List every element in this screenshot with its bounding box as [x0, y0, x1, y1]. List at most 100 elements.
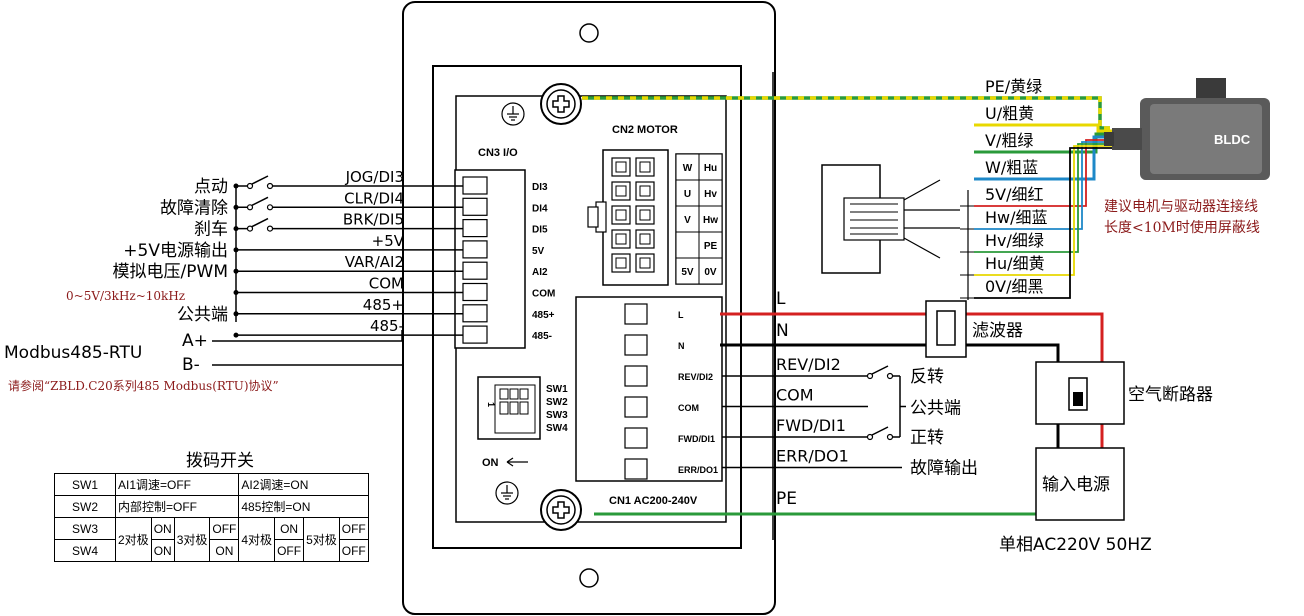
table-cell: SW1: [54, 473, 116, 496]
cn3-socket: [462, 197, 488, 216]
screw-top: [540, 83, 582, 125]
io-signal-label: CLR/DI4: [344, 189, 404, 207]
dip-sw1: SW1: [546, 384, 568, 395]
pe-label: PE: [776, 489, 797, 509]
cn2-pin-label: Hw: [703, 215, 718, 226]
cn2-pin-label: PE: [704, 241, 718, 252]
table-cell: ON: [209, 539, 240, 562]
cn2-pin-label: 5V: [681, 267, 694, 278]
cn2-label: CN2 MOTOR: [612, 124, 678, 136]
cn3-pin-label: AI2: [532, 267, 548, 278]
motor-wire-label: Hu/细黄: [985, 254, 1045, 273]
supply-label: 输入电源: [1042, 475, 1110, 495]
table-cell: 485控制=ON: [238, 495, 369, 518]
table-cell: OFF: [338, 517, 369, 540]
table-cell: AI1调速=OFF: [114, 473, 240, 496]
breaker-label: 空气断路器: [1128, 385, 1213, 405]
l-label: L: [776, 289, 786, 309]
table-cell: SW2: [54, 495, 116, 518]
motor-connector: [821, 164, 960, 274]
modbus-b: B-: [182, 355, 200, 375]
screw-bottom: [540, 489, 582, 531]
io-signal-label: REV/DI2: [776, 355, 841, 374]
cn3-pin-label: 485-: [532, 331, 552, 342]
io-signal-label: +5V: [372, 232, 405, 250]
io-name-label: 故障输出: [910, 459, 978, 479]
cn3-pin-label: 5V: [532, 246, 545, 257]
io-name-label: 故障清除: [160, 198, 228, 218]
table-cell: 5对极: [303, 517, 340, 562]
cn3-socket: [462, 176, 488, 195]
switch-icon: [246, 182, 254, 190]
pwm-range: 0~5V/3kHz~10kHz: [66, 289, 185, 303]
table-cell: 4对极: [238, 517, 276, 562]
cn1-pin-label: L: [678, 310, 684, 320]
table-cell: OFF: [338, 539, 369, 562]
dip-numbers: 1: [486, 402, 496, 407]
cn1-socket: [624, 396, 648, 418]
cn1-pin-label: ERR/DO1: [678, 465, 718, 475]
cn3-socket: [462, 282, 488, 302]
motor-label: BLDC: [1214, 132, 1251, 147]
table-cell: ON: [150, 539, 175, 562]
table-cell: SW3: [54, 517, 116, 540]
io-signal-label: ERR/DO1: [776, 447, 849, 466]
switch-icon: [246, 225, 254, 232]
table-cell: 3对极: [173, 517, 211, 562]
cn3-socket: [462, 219, 488, 238]
cn2-pin-label: 0V: [704, 267, 717, 278]
cn3-label: CN3 I/O: [478, 147, 518, 159]
io-name-label: 刹车: [194, 220, 228, 240]
modbus-note: 请参阅“ZBLD.C20系列485 Modbus(RTU)协议”: [8, 378, 279, 393]
bldc-motor: BLDC: [1104, 78, 1270, 180]
switch-icon: [866, 433, 874, 441]
ground-icon-top: [501, 102, 525, 126]
dip-switch: 1: [477, 376, 541, 440]
io-signal-label: FWD/DI1: [776, 416, 846, 435]
cn3-socket: [462, 240, 488, 259]
io-signal-label: BRK/DI5: [343, 211, 404, 229]
io-name-label: 公共端: [177, 305, 228, 325]
n-label: N: [776, 321, 789, 341]
cn3-pin-label: 485+: [532, 310, 555, 321]
cn3-pin-label: DI4: [532, 203, 548, 214]
cn3-pin-label: DI5: [532, 225, 548, 236]
motor-wire-label: V/粗绿: [985, 131, 1033, 150]
dip-table: SW1 AI1调速=OFF AI2调速=ON SW2 内部控制=OFF 485控…: [54, 473, 369, 562]
cn1-socket: [624, 303, 648, 325]
cn2-pin-label: Hv: [704, 189, 717, 200]
dip-table-title: 拨码开关: [186, 451, 254, 471]
cn1-pin-label: FWD/DI1: [678, 434, 715, 444]
supply-box: [1035, 447, 1125, 521]
cn3-pin-label: COM: [532, 289, 555, 300]
motor-wire-label: U/粗黄: [985, 104, 1034, 123]
dip-on-label: ON: [482, 457, 499, 469]
io-signal-label: VAR/AI2: [345, 253, 404, 271]
cn3-socket: [462, 325, 488, 344]
io-signal-label: COM: [776, 386, 814, 405]
cn1-socket: [624, 365, 648, 387]
cn2-connector: [587, 149, 669, 286]
dip-arrow-icon: [506, 457, 528, 467]
cn2-pin-label: Hu: [704, 163, 717, 174]
switch-icon: [246, 204, 254, 211]
io-signal-label: COM: [369, 275, 404, 293]
motor-wire-label: 0V/细黑: [985, 277, 1044, 296]
ground-icon-bottom: [495, 481, 519, 505]
mount-hole-top: [579, 23, 599, 43]
modbus-label: Modbus485-RTU: [4, 343, 142, 363]
cn3-pin-label: DI3: [532, 182, 548, 193]
motor-wire-label: 5V/细红: [985, 185, 1044, 204]
cn1-pin-label: REV/DI2: [678, 372, 713, 382]
motor-wire-label: Hw/细蓝: [985, 208, 1048, 227]
cn1-pin-label: COM: [678, 403, 699, 413]
table-cell: 内部控制=OFF: [114, 495, 240, 518]
cn2-pin-label: V: [684, 215, 691, 226]
cn2-pin-label: W: [683, 163, 693, 174]
io-name-label: 点动: [194, 177, 228, 197]
modbus-a: A+: [182, 331, 208, 351]
cn1-pin-label: N: [678, 341, 685, 351]
io-signal-label: JOG/DI3: [345, 168, 404, 186]
cn1-block: [575, 296, 723, 482]
